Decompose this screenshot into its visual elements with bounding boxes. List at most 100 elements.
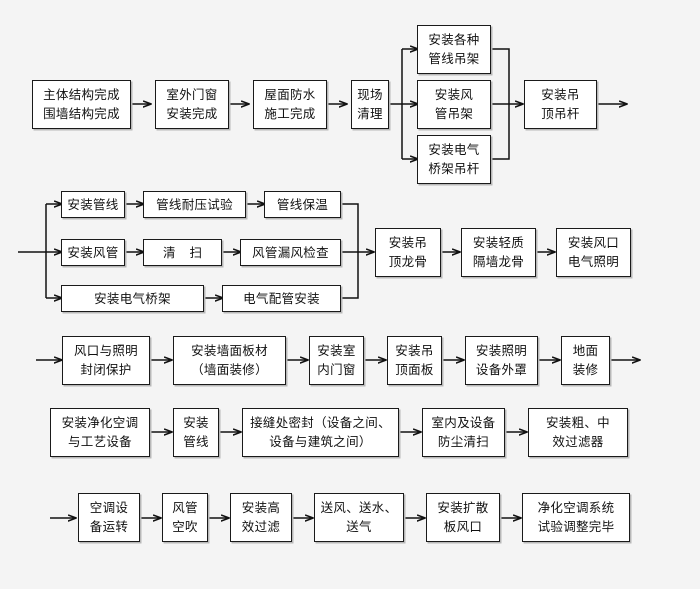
node-n6-line-1: 安装风 (434, 87, 474, 103)
node-n13-line-1: 清 扫 (163, 245, 207, 260)
node-n17-line-2: 顶龙骨 (388, 253, 428, 269)
node-n2-line-2: 安装完成 (166, 105, 218, 121)
node-n21[interactable]: 安装墙面板材 （墙面装修） (173, 336, 286, 385)
node-n35[interactable]: 安装扩散 板风口 (426, 493, 500, 542)
node-n36[interactable]: 净化空调系统 试验调整完毕 (522, 493, 630, 542)
node-n2[interactable]: 室外门窗 安装完成 (155, 80, 229, 129)
node-n22-line-1: 安装室 (317, 343, 356, 359)
node-n22[interactable]: 安装室 内门窗 (309, 336, 364, 385)
node-n10-line-1: 管线耐压试验 (156, 197, 233, 212)
node-n36-line-1: 净化空调系统 (537, 500, 615, 516)
node-n29[interactable]: 室内及设备 防尘清扫 (422, 408, 505, 457)
node-n21-line-1: 安装墙面板材 (191, 343, 268, 359)
node-n31-line-1: 空调设 (89, 500, 129, 516)
node-n15[interactable]: 安装电气桥架 (61, 285, 204, 312)
node-n33[interactable]: 安装高 效过滤 (230, 493, 292, 542)
node-n34-line-1: 送风、送水、 (320, 500, 398, 516)
node-n28-line-1: 接缝处密封（设备之间、 (250, 415, 391, 431)
node-n3[interactable]: 屋面防水 施工完成 (253, 80, 327, 129)
node-n5-line-1: 安装各种 (428, 32, 480, 48)
node-n5-line-2: 管线吊架 (428, 50, 480, 66)
node-n24-line-2: 设备外罩 (475, 361, 528, 377)
node-n12[interactable]: 安装风管 (61, 239, 125, 266)
node-n9-line-1: 安装管线 (67, 197, 119, 212)
node-n35-line-1: 安装扩散 (437, 500, 489, 516)
node-n22-line-2: 内门窗 (317, 361, 356, 377)
node-n18[interactable]: 安装轻质 隔墙龙骨 (461, 228, 536, 277)
node-n6-line-2: 管吊架 (434, 105, 474, 121)
node-n10[interactable]: 管线耐压试验 (143, 191, 246, 218)
node-n26-line-2: 与工艺设备 (67, 433, 132, 449)
node-n36-line-2: 试验调整完毕 (537, 518, 615, 534)
node-n8-line-1: 安装吊 (541, 87, 580, 103)
node-n18-line-1: 安装轻质 (472, 235, 525, 251)
node-n21-line-2: （墙面装修） (191, 361, 268, 377)
node-n14[interactable]: 风管漏风检查 (240, 239, 341, 266)
node-n4-line-2: 清理 (357, 105, 383, 121)
node-n19-line-2: 电气照明 (567, 253, 620, 269)
node-n7-line-1: 安装电气 (428, 142, 480, 158)
node-n4-line-1: 现场 (357, 87, 383, 103)
node-n13[interactable]: 清 扫 (143, 239, 222, 266)
node-n31[interactable]: 空调设 备运转 (78, 493, 140, 542)
node-n20-line-2: 封闭保护 (80, 361, 132, 377)
node-n29-line-2: 防尘清扫 (437, 433, 490, 449)
node-n26[interactable]: 安装净化空调 与工艺设备 (50, 408, 150, 457)
node-n25-line-2: 装修 (572, 361, 599, 377)
merge-r2-top (341, 203, 359, 252)
node-n28-line-2: 设备与建筑之间） (269, 433, 372, 449)
node-n7-line-2: 桥架吊杆 (428, 160, 480, 176)
node-n20[interactable]: 风口与照明 封闭保护 (62, 336, 150, 385)
node-n12-line-1: 安装风管 (67, 245, 119, 260)
node-n32[interactable]: 风管 空吹 (162, 493, 208, 542)
node-n24[interactable]: 安装照明 设备外罩 (465, 336, 538, 385)
node-n30[interactable]: 安装粗、中 效过滤器 (528, 408, 628, 457)
node-n23-line-1: 安装吊 (395, 343, 434, 359)
node-n30-line-1: 安装粗、中 (545, 415, 610, 431)
node-n34[interactable]: 送风、送水、 送气 (314, 493, 404, 542)
node-n1-line-2: 围墙结构完成 (43, 105, 120, 121)
node-n3-line-2: 施工完成 (264, 105, 316, 121)
node-n9[interactable]: 安装管线 (61, 191, 125, 218)
node-n29-line-1: 室内及设备 (431, 415, 496, 431)
node-n26-line-1: 安装净化空调 (61, 415, 139, 431)
node-n7[interactable]: 安装电气 桥架吊杆 (417, 135, 491, 184)
node-n35-line-2: 板风口 (443, 518, 483, 534)
node-n16[interactable]: 电气配管安装 (222, 285, 341, 312)
node-n24-line-1: 安装照明 (475, 343, 528, 359)
node-n32-line-1: 风管 (172, 500, 198, 516)
node-n27-line-1: 安装 (183, 415, 209, 431)
node-n1-line-1: 主体结构完成 (43, 87, 120, 103)
node-n11[interactable]: 管线保温 (264, 191, 341, 218)
node-n20-line-1: 风口与照明 (73, 343, 138, 359)
node-n8-line-2: 顶吊杆 (541, 105, 580, 121)
node-n18-line-2: 隔墙龙骨 (472, 253, 525, 269)
node-n1[interactable]: 主体结构完成 围墙结构完成 (32, 80, 131, 129)
node-n11-line-1: 管线保温 (276, 197, 329, 212)
node-n23[interactable]: 安装吊 顶面板 (387, 336, 442, 385)
node-n5[interactable]: 安装各种 管线吊架 (417, 25, 491, 74)
node-n19-line-1: 安装风口 (567, 235, 620, 251)
node-n27[interactable]: 安装 管线 (173, 408, 219, 457)
node-n30-line-2: 效过滤器 (552, 433, 604, 449)
node-n33-line-1: 安装高 (241, 500, 281, 516)
node-n27-line-2: 管线 (183, 433, 209, 449)
node-n17-line-1: 安装吊 (388, 235, 428, 251)
node-n31-line-2: 备运转 (89, 518, 129, 534)
merge-r1-bot (491, 104, 510, 160)
node-n8[interactable]: 安装吊 顶吊杆 (524, 80, 597, 129)
node-n28[interactable]: 接缝处密封（设备之间、 设备与建筑之间） (242, 408, 399, 457)
node-n34-line-2: 送气 (346, 518, 372, 534)
merge-r2-bot (341, 252, 359, 299)
node-n4[interactable]: 现场 清理 (351, 80, 389, 129)
node-n33-line-2: 效过滤 (241, 518, 281, 534)
node-n17[interactable]: 安装吊 顶龙骨 (375, 228, 441, 277)
node-n32-line-2: 空吹 (172, 518, 198, 534)
node-n16-line-1: 电气配管安装 (243, 291, 320, 306)
node-n6[interactable]: 安装风 管吊架 (417, 80, 491, 129)
node-n19[interactable]: 安装风口 电气照明 (556, 228, 631, 277)
node-n25[interactable]: 地面 装修 (561, 336, 610, 385)
